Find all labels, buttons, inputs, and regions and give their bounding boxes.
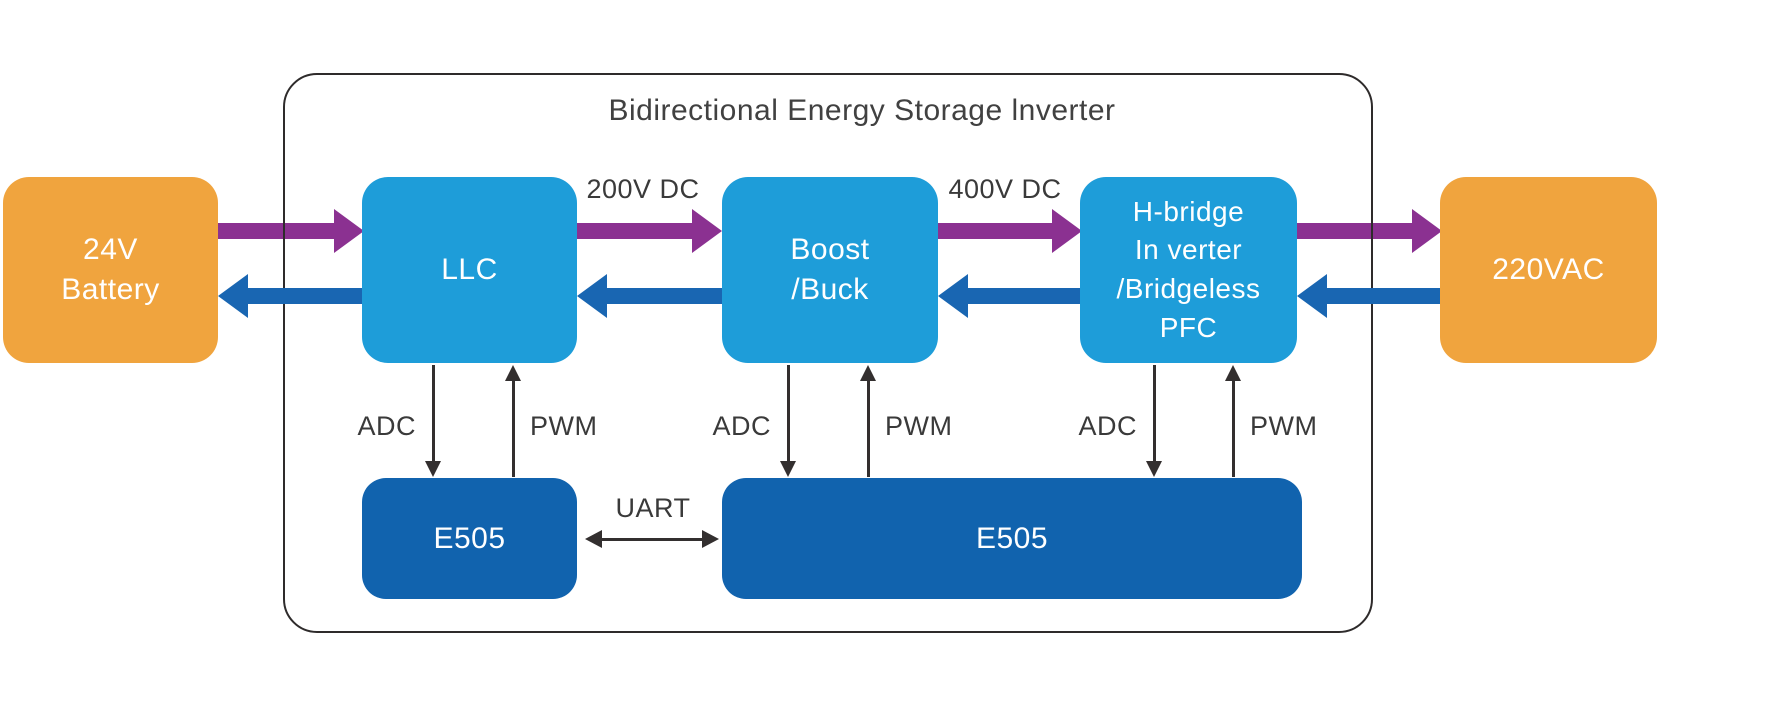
mcu-e505-right-block: E505 (722, 478, 1302, 599)
reverse-power-arrow-boost-to-llc (577, 274, 722, 318)
adc-arrow-hbridge-down-icon (1145, 365, 1163, 477)
hbridge-label-line2: In verter (1134, 234, 1243, 266)
pwm-label-hbridge: PWM (1250, 411, 1318, 441)
hbridge-label-line4: PFC (1159, 311, 1218, 343)
mcu-e505-right-label: E505 (975, 521, 1049, 555)
battery-24v-block: 24V Battery (3, 177, 218, 363)
forward-power-arrow-hbridge-to-grid (1297, 209, 1442, 253)
reverse-power-arrow-hbridge-to-boost (938, 274, 1082, 318)
arrow-line (787, 365, 790, 463)
battery-label-line1: 24V (83, 233, 138, 267)
forward-power-arrow-llc-to-boost (577, 209, 722, 253)
pwm-arrow-boost-up-icon (859, 365, 877, 477)
arrow-head-left-icon (218, 274, 248, 318)
arrow-head-right-icon (334, 209, 364, 253)
arrow-head-left-icon (577, 274, 607, 318)
mcu-e505-left-label: E505 (433, 521, 506, 555)
arrow-shaft (577, 223, 696, 239)
arrow-line (867, 379, 870, 477)
boost-label-line1: Boost (790, 233, 870, 267)
arrow-line (599, 538, 705, 541)
forward-power-arrow-battery-to-llc (218, 209, 364, 253)
arrow-line (1153, 365, 1156, 463)
hbridge-label-line1: H-bridge (1132, 195, 1245, 227)
adc-label-llc: ADC (357, 411, 416, 441)
bus-voltage-label-200vdc: 200V DC (586, 174, 700, 204)
adc-label-hbridge: ADC (1078, 411, 1137, 441)
llc-converter-block: LLC (362, 177, 577, 363)
boost-buck-converter-block: Boost /Buck (722, 177, 938, 363)
arrow-shaft (603, 288, 722, 304)
adc-arrow-boost-down-icon (779, 365, 797, 477)
uart-bidirectional-arrow-icon (585, 530, 719, 548)
arrow-head-left-icon (1297, 274, 1327, 318)
arrow-shaft (1297, 223, 1416, 239)
forward-power-arrow-boost-to-hbridge (938, 209, 1082, 253)
uart-label: UART (615, 493, 691, 523)
arrow-head-right-icon (1052, 209, 1082, 253)
hbridge-label-line3: /Bridgeless (1116, 273, 1261, 304)
arrow-head-right-icon (1412, 209, 1442, 253)
arrow-head-up-icon (1225, 365, 1241, 381)
arrow-shaft (218, 223, 338, 239)
arrow-head-down-icon (425, 461, 441, 477)
arrow-line (512, 379, 515, 477)
reverse-power-arrow-llc-to-battery (218, 274, 364, 318)
diagram-title: Bidirectional Energy Storage lnverter (608, 94, 1116, 127)
pwm-label-llc: PWM (530, 411, 598, 441)
llc-label: LLC (441, 253, 498, 287)
mcu-e505-left-block: E505 (362, 478, 577, 599)
bus-voltage-label-400vdc: 400V DC (948, 174, 1062, 204)
arrow-head-right-icon (692, 209, 722, 253)
pwm-label-boost: PWM (885, 411, 953, 441)
arrow-shaft (244, 288, 364, 304)
arrow-shaft (938, 223, 1056, 239)
adc-arrow-llc-down-icon (424, 365, 442, 477)
arrow-head-left-icon (585, 530, 602, 548)
arrow-head-left-icon (938, 274, 968, 318)
arrow-shaft (1323, 288, 1442, 304)
reverse-power-arrow-grid-to-hbridge (1297, 274, 1442, 318)
hbridge-inverter-pfc-block: H-bridge In verter /Bridgeless PFC (1080, 177, 1297, 363)
arrow-line (432, 365, 435, 463)
arrow-head-down-icon (780, 461, 796, 477)
pwm-arrow-hbridge-up-icon (1224, 365, 1242, 477)
battery-label-line2: Battery (61, 273, 160, 306)
adc-label-boost: ADC (712, 411, 771, 441)
arrow-head-up-icon (860, 365, 876, 381)
grid-label: 220VAC (1492, 253, 1605, 287)
grid-220vac-block: 220VAC (1440, 177, 1657, 363)
pwm-arrow-llc-up-icon (504, 365, 522, 477)
arrow-head-up-icon (505, 365, 521, 381)
arrow-shaft (964, 288, 1082, 304)
arrow-head-down-icon (1146, 461, 1162, 477)
arrow-line (1232, 379, 1235, 477)
arrow-head-right-icon (702, 530, 719, 548)
inverter-boundary-box (283, 73, 1373, 633)
boost-label-line2: /Buck (791, 273, 869, 306)
